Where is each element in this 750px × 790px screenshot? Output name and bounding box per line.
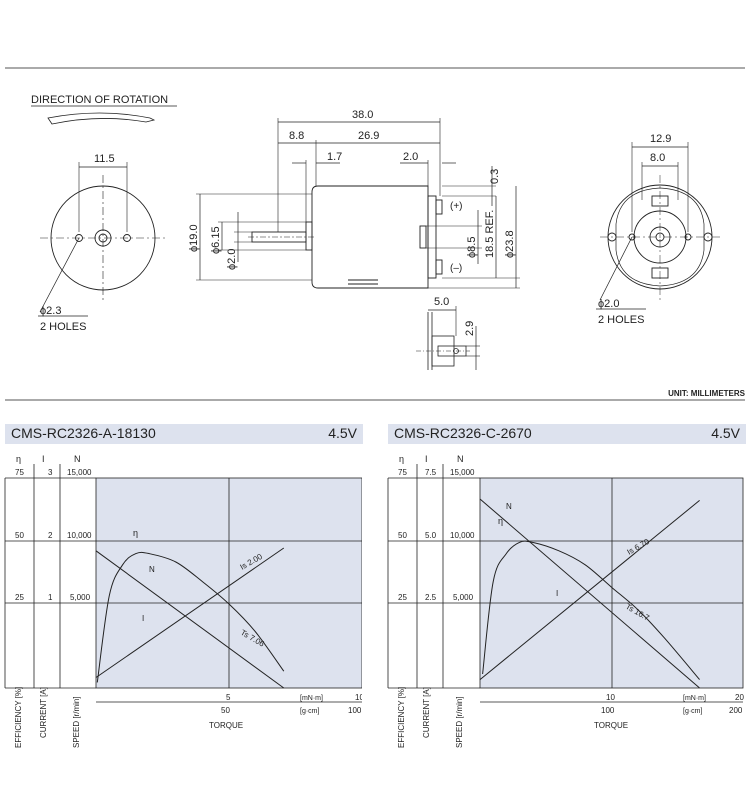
chart-a-voltage: 4.5V [328,425,357,441]
torque-mnm-unit: [mN·m] [683,695,706,702]
col-n: N [457,454,464,464]
unit-label: UNIT: MILLIMETERS [668,389,746,398]
x-axis-label: TORQUE [209,721,243,730]
col-n: N [74,454,81,464]
i-tick: 5.0 [425,531,437,540]
curve-eta-label: η [133,528,138,538]
torque-gcm-unit: [g·cm] [683,708,703,715]
torque-mnm-tick: 20 [735,693,744,702]
dim-overall: 38.0 [352,109,373,121]
i-tick: 7.5 [425,468,437,477]
eta-tick: 50 [15,531,24,540]
curve-eta [96,551,285,683]
plus-terminal: (+) [450,201,463,212]
rear-dim-outer: 12.9 [650,133,671,145]
dimension-drawing: DIRECTION OF ROTATION 11.5 ϕ2.3 2 HOLES [5,67,746,401]
dia-20: ϕ2.0 [226,249,238,270]
y-label-speed: SPEED [r/min] [72,696,81,748]
chart-c-voltage: 4.5V [711,425,740,441]
n-tick: 5,000 [70,593,91,602]
n-tick: 15,000 [450,468,475,477]
n-tick: 15,000 [67,468,92,477]
minus-terminal: (–) [450,263,462,274]
curve-eta-label: η [498,516,503,526]
grid-lines [4,464,362,689]
col-i: I [42,454,45,464]
chart-header-c: CMS-RC2326-C-2670 4.5V [388,424,746,444]
y-label-efficiency: EFFICIENCY [%] [397,687,406,748]
ref-185: 18.5 REF. [484,210,496,258]
y-label-speed: SPEED [r/min] [455,696,464,748]
dia-238: ϕ23.8 [504,230,516,258]
y-label-current: CURRENT [A] [39,687,48,738]
dim-boss: 1.7 [327,151,342,163]
chart-c: η I N 75 50 25 7.5 5.0 2.5 15,000 10,000… [387,454,744,748]
curve-i-label: I [556,589,558,598]
curve-eta [482,540,700,680]
col-eta: η [399,454,404,464]
y-label-current: CURRENT [A] [422,687,431,738]
y-label-efficiency: EFFICIENCY [%] [14,687,23,748]
terminal-detail [416,306,480,370]
torque-gcm-tick: 200 [729,706,743,715]
rear-holes-count: 2 HOLES [598,314,644,326]
rotation-arrow-icon [47,112,156,125]
rotation-label: DIRECTION OF ROTATION [31,94,168,106]
rear-holes-dim: ϕ2.0 [598,298,619,310]
rear-dim-inner: 8.0 [650,152,665,164]
front-dim-width: 11.5 [94,153,115,165]
torque-gcm-tick: 100 [601,706,615,715]
eta-tick: 25 [398,593,407,602]
chart-a: η I N 75 50 25 3 2 1 15,000 10,000 5,000… [4,454,362,748]
curve-n [95,550,285,689]
torque-gcm-unit: [g·cm] [300,708,320,715]
eta-tick: 75 [15,468,24,477]
side-view [196,118,520,289]
col-eta: η [16,454,21,464]
rear-view [596,142,722,310]
terminal-dim-width: 5.0 [434,296,449,308]
grid-lines [387,464,744,689]
curve-i [479,500,700,680]
terminal-dim-height: 2.9 [464,321,476,336]
i-tick: 3 [48,468,53,477]
dia-615: ϕ6.15 [210,226,222,254]
chart-c-model: CMS-RC2326-C-2670 [394,425,532,441]
dia-85: ϕ8.5 [466,237,478,258]
chart-header-a: CMS-RC2326-A-18130 4.5V [5,424,363,444]
eta-tick: 75 [398,468,407,477]
dim-shaft: 8.8 [289,130,304,142]
dim-gap: 0.3 [489,169,501,184]
curve-i [95,547,285,678]
col-i: I [425,454,428,464]
dim-body: 26.9 [358,130,379,142]
torque-mnm-unit: [mN·m] [300,695,323,702]
torque-mnm-tick: 10 [355,693,362,702]
torque-gcm-tick: 100 [348,706,362,715]
torque-mnm-tick: 5 [226,693,231,702]
curve-i-label: I [142,614,144,623]
n-tick: 5,000 [453,593,474,602]
n-tick: 10,000 [67,531,92,540]
i-tick: 2.5 [425,593,437,602]
eta-tick: 50 [398,531,407,540]
x-axis-label: TORQUE [594,721,628,730]
plot-area [480,478,743,688]
eta-tick: 25 [15,593,24,602]
i-tick: 1 [48,593,53,602]
dim-terminal: 2.0 [403,151,418,163]
n-tick: 10,000 [450,531,475,540]
curve-n [479,498,700,689]
front-holes-dim: ϕ2.3 [40,305,61,317]
torque-mnm-tick: 10 [606,693,615,702]
curve-n-label: N [149,565,155,574]
front-view [38,162,166,317]
curve-n-label: N [506,502,512,511]
dia-19: ϕ19.0 [188,224,200,252]
front-holes-count: 2 HOLES [40,321,86,333]
chart-a-model: CMS-RC2326-A-18130 [11,425,156,441]
i-tick: 2 [48,531,53,540]
torque-gcm-tick: 50 [221,706,230,715]
